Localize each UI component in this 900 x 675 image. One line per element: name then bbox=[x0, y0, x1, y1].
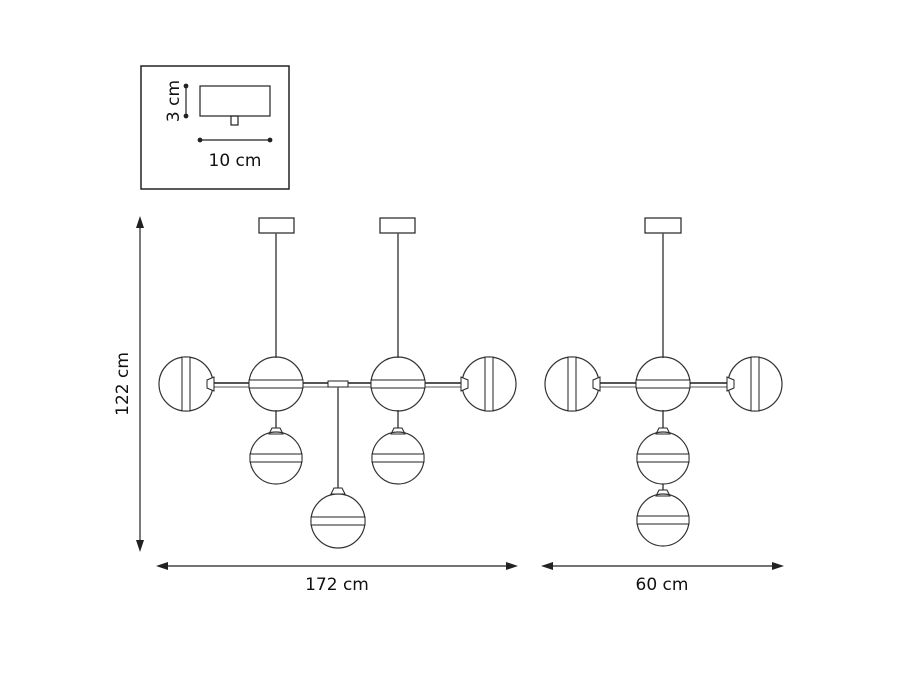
side-canopy bbox=[644, 217, 682, 234]
front-globe-lower-left bbox=[249, 427, 303, 485]
front-width-arrow-left bbox=[156, 562, 168, 570]
front-globe-lower-right bbox=[371, 427, 425, 485]
side-globe-hub bbox=[635, 356, 691, 412]
front-globe-hub-left bbox=[248, 356, 304, 412]
canopy-width-label: 10 cm bbox=[209, 151, 262, 171]
canopy-side-view bbox=[199, 85, 271, 117]
front-width-dimension: 172 cm bbox=[156, 562, 518, 595]
side-width-arrow-left bbox=[541, 562, 553, 570]
front-width-label: 172 cm bbox=[305, 575, 369, 595]
front-canopy-left bbox=[258, 217, 295, 234]
front-view bbox=[158, 217, 517, 549]
canopy-height-label: 3 cm bbox=[164, 80, 184, 122]
front-canopy-right bbox=[379, 217, 416, 234]
height-arrow-top bbox=[136, 216, 144, 228]
height-label: 122 cm bbox=[113, 352, 133, 416]
front-center-joint bbox=[327, 380, 349, 388]
front-globe-hub-right bbox=[370, 356, 426, 412]
side-globe-outer-right bbox=[726, 356, 783, 412]
side-globe-lower-1 bbox=[636, 427, 690, 485]
front-globe-outer-left bbox=[158, 356, 215, 412]
height-arrow-bottom bbox=[136, 540, 144, 552]
canopy-mount-stub bbox=[230, 115, 239, 126]
side-view bbox=[544, 217, 783, 547]
side-width-arrow-right bbox=[772, 562, 784, 570]
side-width-label: 60 cm bbox=[636, 575, 689, 595]
canopy-detail: 3 cm 10 cm bbox=[140, 65, 290, 190]
front-width-arrow-right bbox=[506, 562, 518, 570]
side-width-dimension: 60 cm bbox=[541, 562, 784, 595]
canopy-detail-frame bbox=[140, 65, 290, 190]
side-globe-lower-2 bbox=[636, 489, 690, 547]
side-globe-outer-left bbox=[544, 356, 601, 412]
front-globe-outer-right bbox=[460, 356, 517, 412]
front-globe-lower-center bbox=[310, 487, 366, 549]
height-dimension: 122 cm bbox=[113, 216, 144, 552]
